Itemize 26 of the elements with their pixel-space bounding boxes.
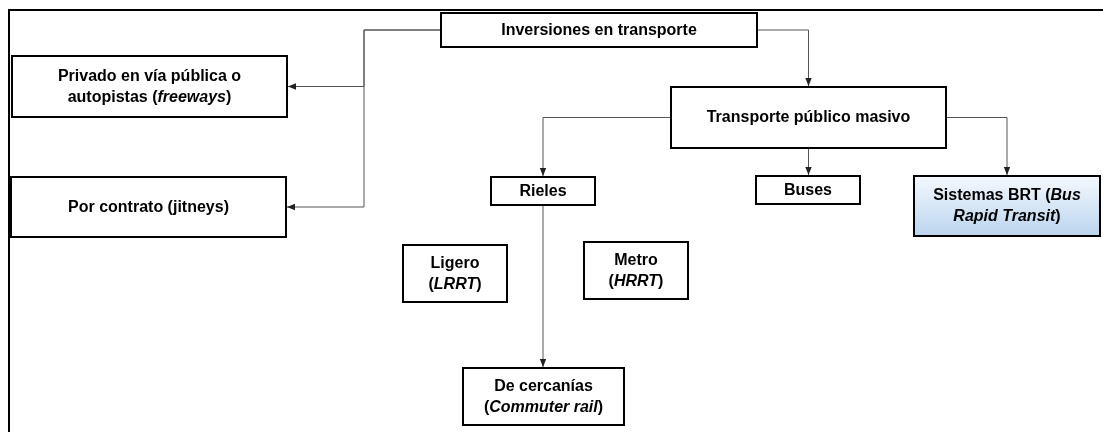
box-label: Buses (784, 179, 832, 200)
process-box (583, 241, 689, 300)
arrow (539, 117, 671, 177)
arrow (757, 29, 812, 87)
arrow (946, 117, 1011, 176)
process-box (670, 86, 947, 149)
process-box (462, 367, 625, 426)
box-label: De cercanías (Commuter rail) (482, 375, 605, 417)
arrow (805, 148, 812, 176)
box-label: Rieles (519, 180, 567, 201)
process-box (913, 175, 1101, 237)
box-label: Sistemas BRT (Bus Rapid Transit) (932, 185, 1082, 226)
process-box (440, 12, 758, 48)
box-label: Por contrato (jitneys) (68, 196, 229, 217)
arrow (286, 29, 441, 211)
process-box (490, 176, 596, 206)
box-label: Ligero (LRRT) (427, 252, 483, 294)
box-label: Metro (HRRT) (607, 249, 665, 291)
box-label: Transporte público masivo (706, 107, 911, 128)
box-label: Privado en vía pública o autopistas (freeways) (56, 65, 243, 107)
process-box (10, 176, 287, 238)
process-box (402, 244, 508, 303)
arrow (539, 205, 547, 368)
process-box (755, 175, 861, 205)
process-box (11, 55, 288, 118)
box-label: Inversiones en transporte (501, 19, 697, 40)
